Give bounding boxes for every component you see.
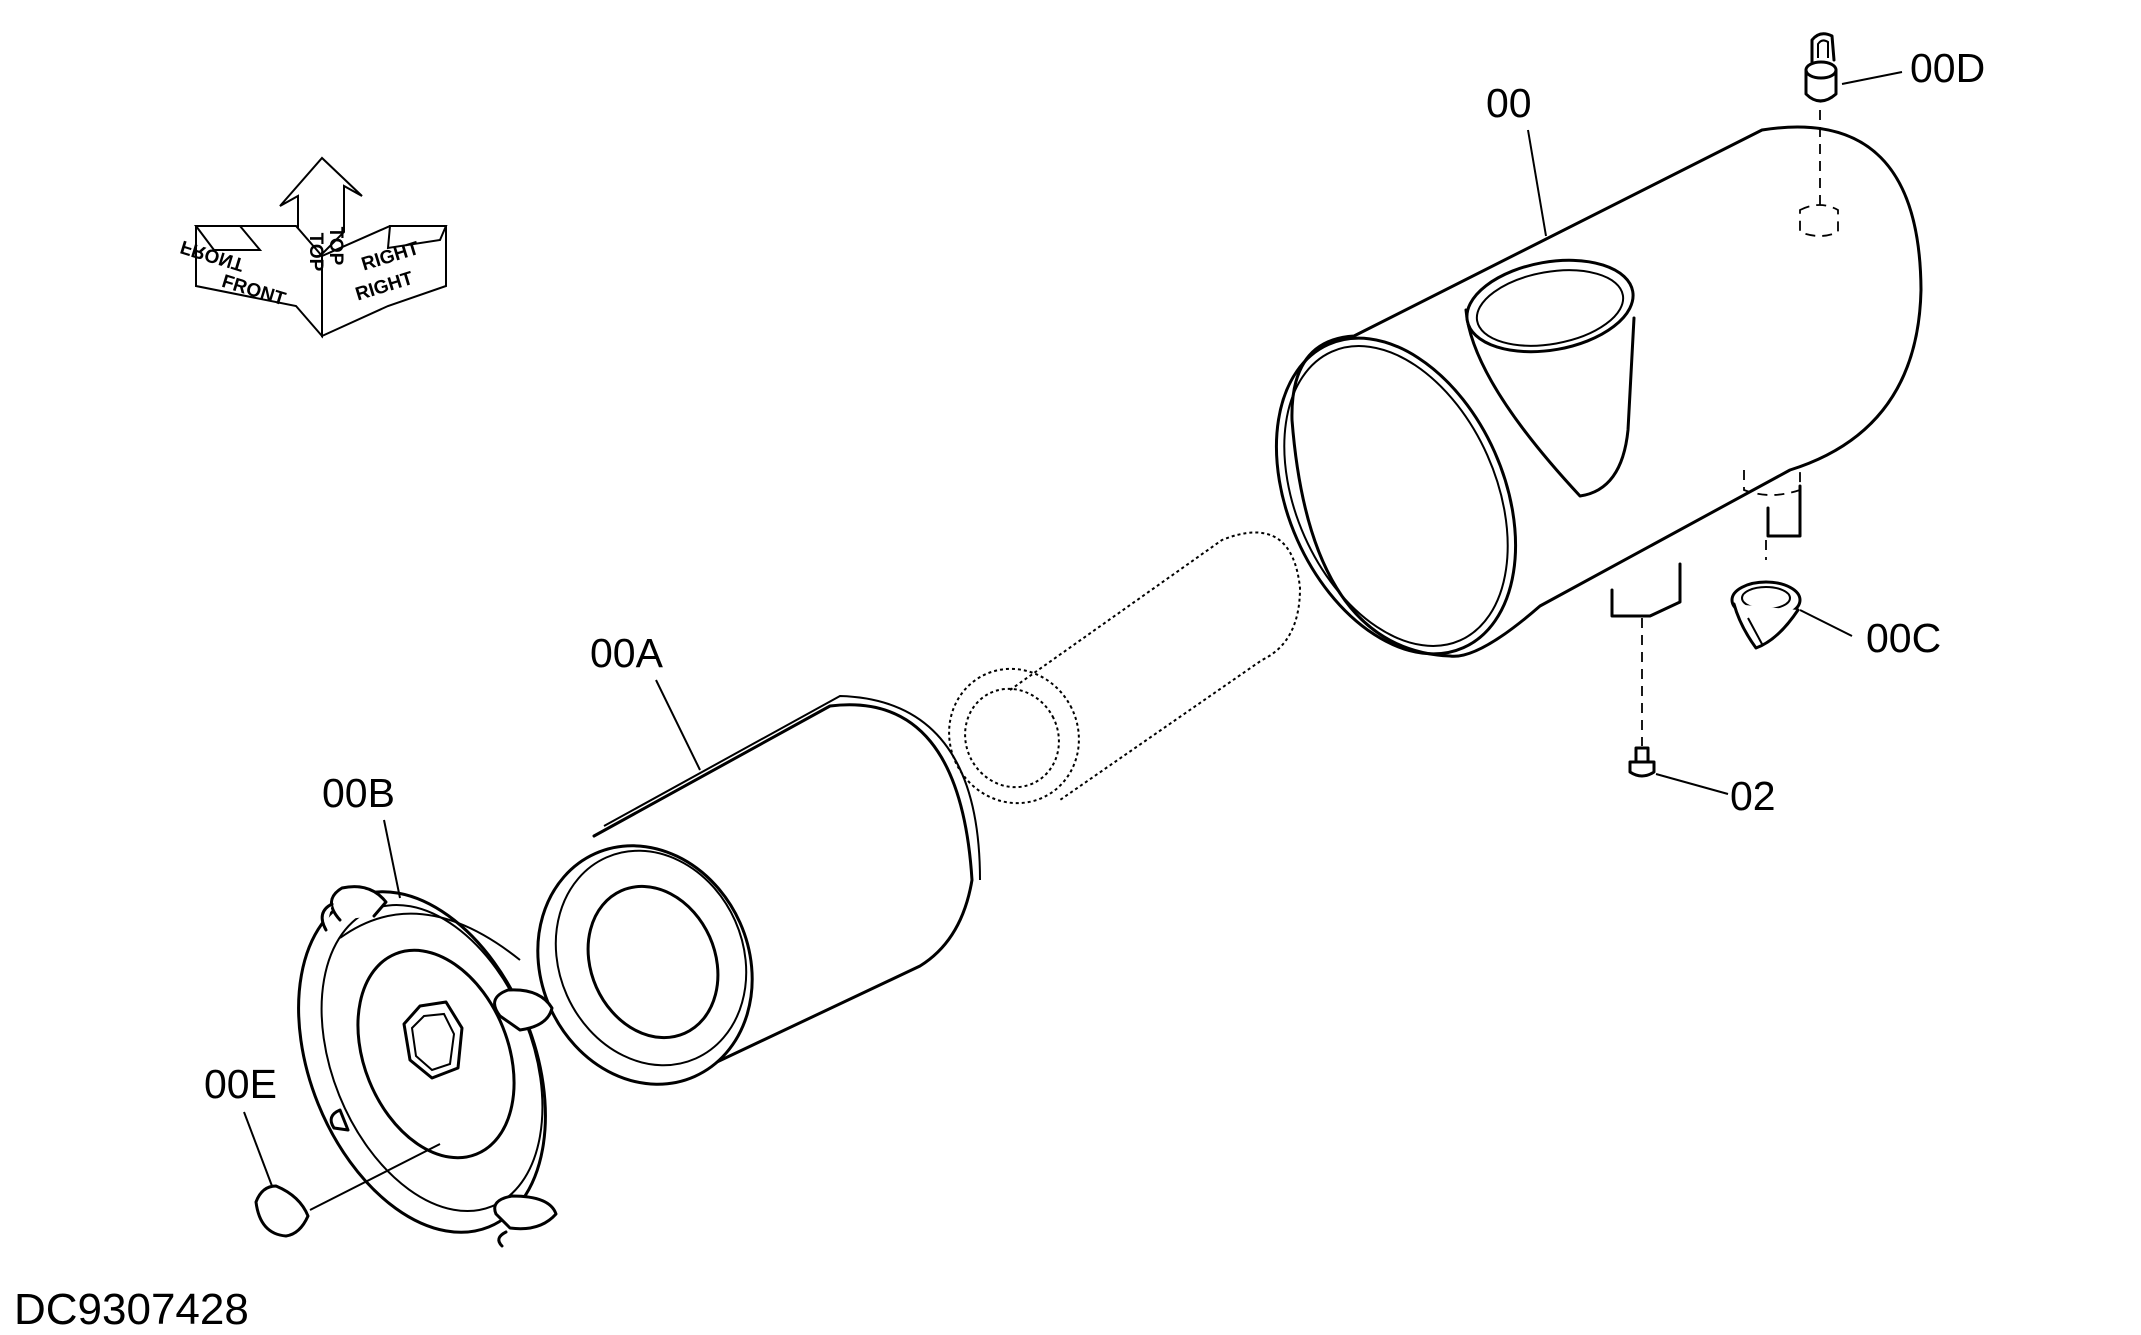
bolt-part: [1628, 746, 1656, 778]
leader-00C: [1799, 609, 1853, 637]
leader-00E: [243, 1111, 273, 1187]
label-00D: 00D: [1910, 45, 1985, 91]
orientation-top-label: TOP: [325, 227, 346, 266]
housing-body: [1274, 110, 1923, 746]
leader-00A: [655, 679, 701, 771]
evacuator-valve-part: [1730, 580, 1802, 650]
cap-part: [254, 1184, 310, 1238]
label-00B: 00B: [322, 770, 395, 816]
leader-00: [1527, 129, 1547, 237]
restriction-indicator-part: [1804, 32, 1838, 103]
leader-00D: [1841, 71, 1903, 85]
inner-filter-element: [948, 531, 1302, 805]
leader-lines: [243, 71, 1903, 1187]
label-00: 00: [1486, 80, 1532, 126]
label-00A: 00A: [590, 630, 664, 676]
label-00C: 00C: [1866, 615, 1941, 661]
leader-02: [1655, 773, 1729, 795]
drawing-number: DC9307428: [14, 1285, 249, 1334]
end-cover: [297, 885, 558, 1248]
orientation-top-mirror: TOP: [305, 233, 326, 272]
outer-filter-element: [536, 694, 981, 1086]
orientation-indicator: FRONT FRONT TOP TOP RIGHT RIGHT: [178, 156, 448, 339]
leader-00B: [383, 819, 401, 899]
label-00E: 00E: [204, 1061, 277, 1107]
label-02: 02: [1730, 773, 1776, 819]
